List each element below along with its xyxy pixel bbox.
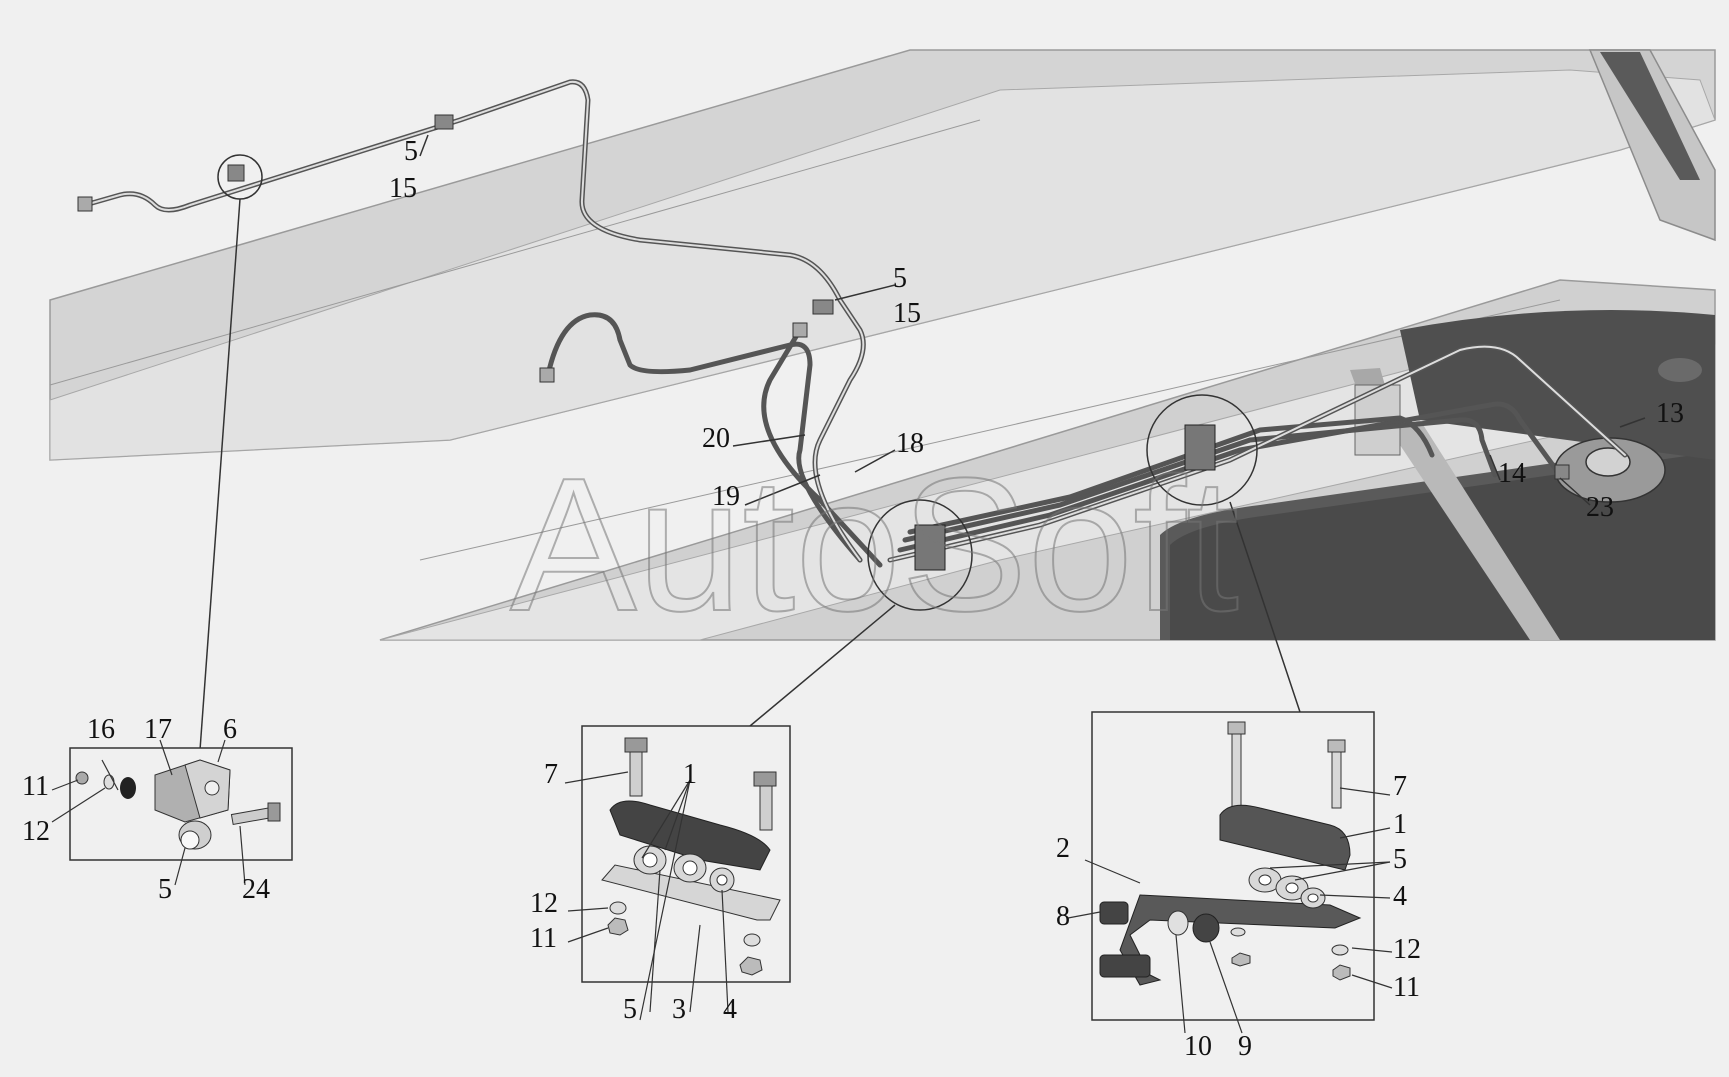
callout-10: 10 bbox=[1184, 1031, 1212, 1062]
callout-1: 1 bbox=[1393, 809, 1407, 840]
callout-14: 14 bbox=[1498, 458, 1526, 489]
callout-23: 23 bbox=[1586, 492, 1614, 523]
inset-center bbox=[564, 725, 791, 1021]
callout-11: 11 bbox=[1393, 972, 1420, 1003]
callout-13: 13 bbox=[1656, 398, 1684, 429]
callout-17: 17 bbox=[144, 714, 172, 745]
callout-1: 1 bbox=[683, 759, 697, 790]
callout-6: 6 bbox=[223, 714, 237, 745]
inset-right bbox=[1067, 711, 1393, 1034]
callout-4: 4 bbox=[723, 994, 737, 1025]
callout-24: 24 bbox=[242, 874, 270, 905]
callout-15-middle: 15 bbox=[893, 298, 921, 329]
callout-16: 16 bbox=[87, 714, 115, 745]
callout-7: 7 bbox=[544, 759, 558, 790]
callout-5-upper: 5 bbox=[404, 136, 418, 167]
callout-18: 18 bbox=[896, 428, 924, 459]
callout-5-middle: 5 bbox=[893, 263, 907, 294]
callout-3: 3 bbox=[672, 994, 686, 1025]
callout-4: 4 bbox=[1393, 881, 1407, 912]
callout-5: 5 bbox=[1393, 844, 1407, 875]
callout-9: 9 bbox=[1238, 1031, 1252, 1062]
line-fittings bbox=[77, 114, 1570, 571]
callout-8: 8 bbox=[1056, 901, 1070, 932]
callout-2: 2 bbox=[1056, 833, 1070, 864]
callout-7: 7 bbox=[1393, 771, 1407, 802]
center-inset-callouts: 7 1 12 11 5 3 4 bbox=[530, 759, 737, 1025]
leader-lines bbox=[199, 134, 1646, 751]
main-callouts: 5 15 5 15 20 19 18 13 14 23 bbox=[389, 136, 1684, 523]
callout-15-upper: 15 bbox=[389, 173, 417, 204]
callout-12: 12 bbox=[1393, 934, 1421, 965]
callout-20: 20 bbox=[702, 423, 730, 454]
detail-circles bbox=[217, 154, 1258, 611]
callout-5: 5 bbox=[158, 874, 172, 905]
callout-11: 11 bbox=[22, 771, 49, 802]
callout-11: 11 bbox=[530, 923, 557, 954]
callout-12: 12 bbox=[530, 888, 558, 919]
watermark: AutoSoft bbox=[510, 439, 1239, 651]
callout-12: 12 bbox=[22, 816, 50, 847]
callout-5: 5 bbox=[623, 994, 637, 1025]
callout-19: 19 bbox=[712, 481, 740, 512]
left-inset-callouts: 16 17 6 11 12 5 24 bbox=[22, 714, 270, 905]
right-inset-callouts: 7 1 2 5 4 8 12 11 10 9 bbox=[1056, 771, 1421, 1062]
inset-left bbox=[51, 739, 293, 886]
